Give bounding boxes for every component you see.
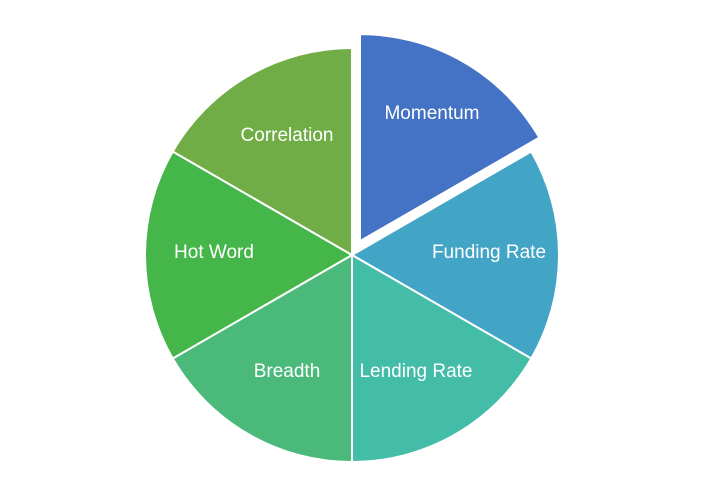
- pie-slice-label-correlation: Correlation: [241, 125, 334, 146]
- pie-slice-label-breadth: Breadth: [254, 361, 321, 382]
- pie-slice-hot-word[interactable]: [144, 150, 353, 360]
- pie-slices-group: [144, 33, 560, 463]
- pie-slice-correlation[interactable]: [171, 47, 353, 256]
- pie-slice-label-momentum: Momentum: [384, 103, 479, 124]
- pie-slice-breadth[interactable]: [171, 254, 353, 463]
- pie-slice-label-funding-rate: Funding Rate: [432, 242, 546, 263]
- pie-slice-momentum[interactable]: [359, 33, 541, 243]
- pie-slice-funding-rate[interactable]: [351, 150, 560, 360]
- pie-slice-label-hot-word: Hot Word: [174, 242, 254, 263]
- pie-slice-label-lending-rate: Lending Rate: [359, 361, 472, 382]
- pie-slice-lending-rate[interactable]: [351, 254, 533, 463]
